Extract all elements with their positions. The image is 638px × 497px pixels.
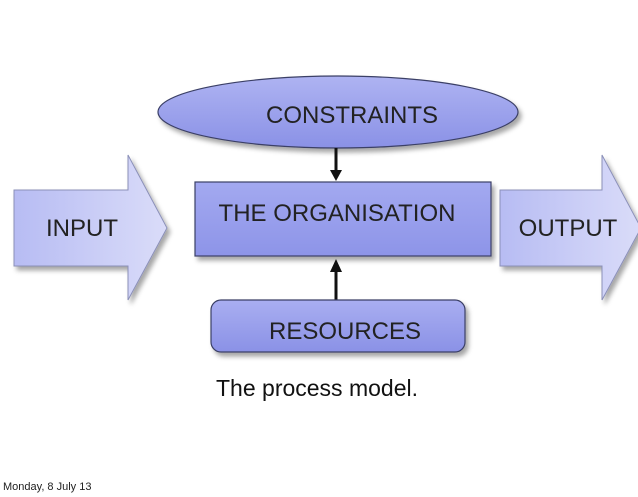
output-label: OUTPUT <box>519 215 618 242</box>
resources-label: RESOURCES <box>269 318 421 345</box>
resources-to-organisation-arrow <box>330 259 342 300</box>
constraints-to-organisation-arrow <box>330 148 342 181</box>
organisation-label: THE ORGANISATION <box>219 200 456 227</box>
output-arrow <box>499 154 638 301</box>
input-arrow <box>13 154 168 301</box>
input-label: INPUT <box>46 215 118 242</box>
constraints-label: CONSTRAINTS <box>266 102 438 129</box>
footer-date: Monday, 8 July 13 <box>3 481 92 493</box>
resources-box <box>210 299 466 353</box>
constraints-oval <box>157 75 519 149</box>
organisation-box <box>194 181 492 257</box>
diagram-caption: The process model. <box>216 375 418 401</box>
